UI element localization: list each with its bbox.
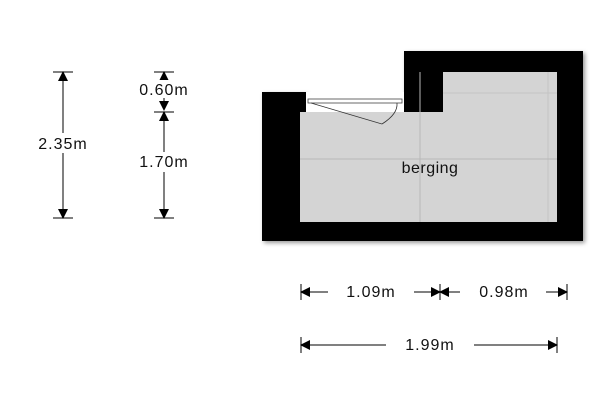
dimension-right-width: 0.98m — [439, 282, 568, 301]
room-floor — [300, 72, 557, 222]
dimension-lower-height: 1.70m — [122, 111, 208, 219]
door — [306, 92, 404, 125]
svg-text:2.35m: 2.35m — [38, 136, 87, 153]
svg-text:1.70m: 1.70m — [139, 154, 188, 171]
svg-text:0.98m: 0.98m — [479, 284, 528, 301]
room-label: berging — [402, 160, 459, 177]
dimension-total-width: 1.99m — [300, 335, 558, 354]
dimension-upper-height: 0.60m — [122, 71, 208, 111]
svg-text:0.60m: 0.60m — [139, 82, 188, 99]
dimension-left-width: 1.09m — [300, 282, 441, 301]
svg-text:1.09m: 1.09m — [346, 284, 395, 301]
dimension-total-height: 2.35m — [20, 71, 106, 219]
svg-text:1.99m: 1.99m — [405, 337, 454, 354]
